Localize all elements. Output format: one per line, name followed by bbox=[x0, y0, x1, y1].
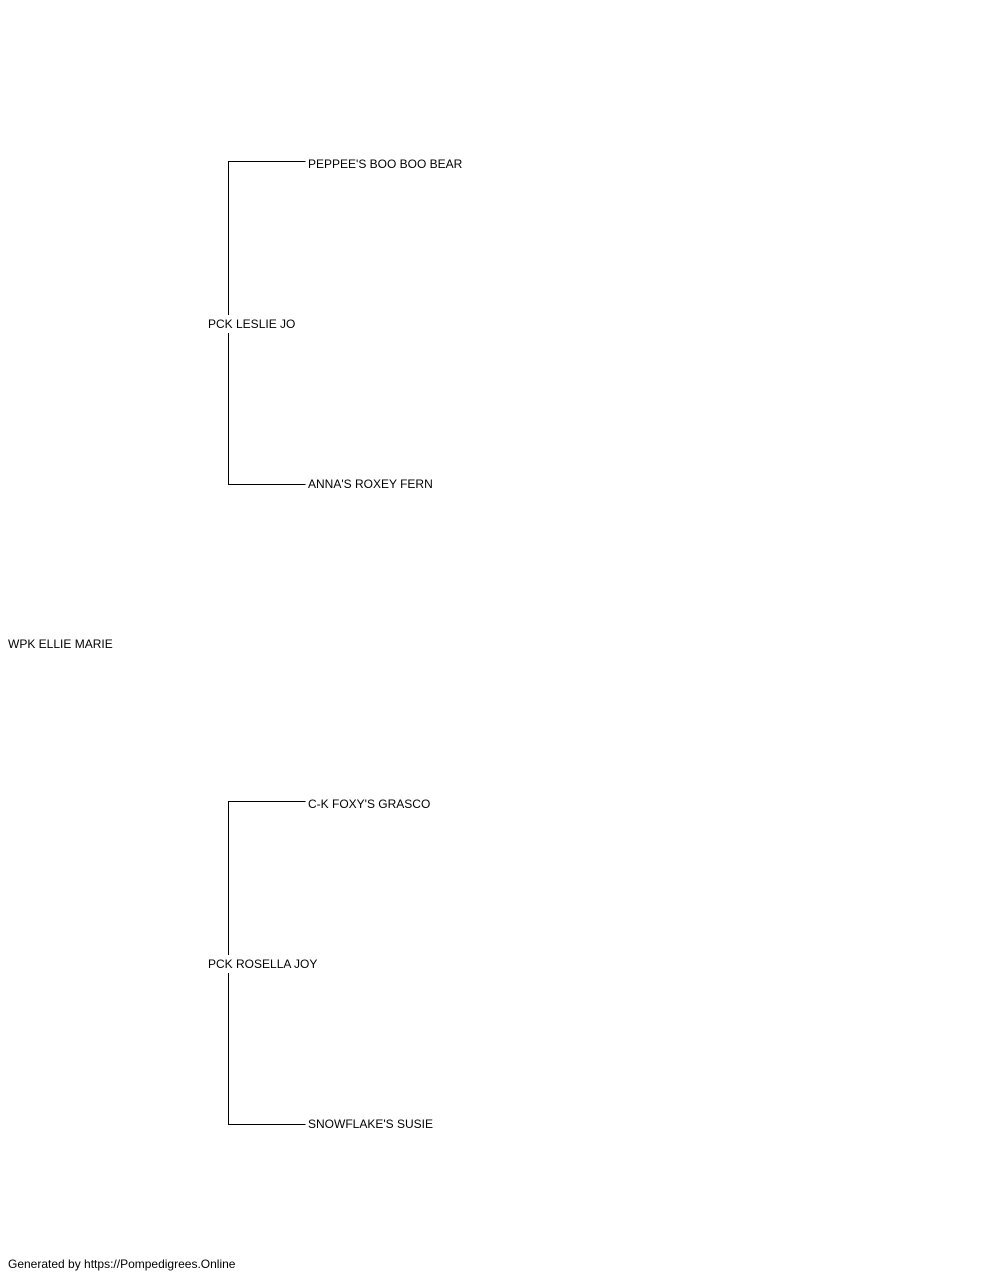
sire-sire-name: PEPPEE'S BOO BOO BEAR bbox=[308, 157, 465, 171]
sire-dam-name: ANNA'S ROXEY FERN bbox=[308, 477, 435, 491]
dam-name: PCK ROSELLA JOY bbox=[208, 955, 320, 973]
subject-name: WPK ELLIE MARIE bbox=[8, 637, 115, 651]
sire-name: PCK LESLIE JO bbox=[208, 315, 298, 333]
dam-sire-name: C-K FOXY'S GRASCO bbox=[308, 797, 433, 811]
generated-by-footer: Generated by https://Pompedigrees.Online bbox=[8, 1257, 236, 1271]
dam-dam-name: SNOWFLAKE'S SUSIE bbox=[308, 1117, 435, 1131]
